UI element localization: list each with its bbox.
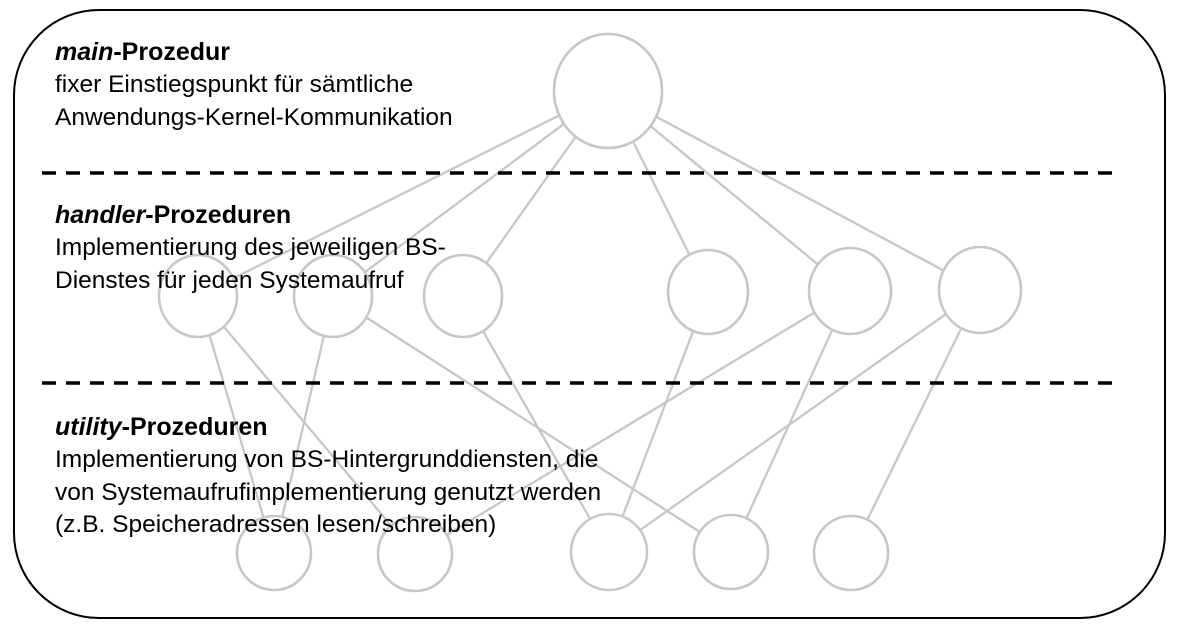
- heading-rest-part: -Prozeduren: [121, 413, 268, 441]
- procedure-node-h1: [157, 253, 239, 339]
- main-procedure-line: Anwendungs-Kernel-Kommunikation: [55, 103, 453, 131]
- call-edge-h3-u3: [462, 295, 610, 553]
- procedure-node-u2: [376, 515, 454, 593]
- heading-rest-part: -Prozeduren: [145, 201, 292, 229]
- call-edge-main-h2: [332, 90, 609, 297]
- utility-procedures-line: von Systemaufrufimplementierung genutzt …: [55, 478, 602, 506]
- call-edge-h6-u5: [849, 289, 982, 554]
- heading-rest-part: -Prozedur: [113, 38, 231, 66]
- figure-border: [13, 9, 1166, 619]
- handler-procedures-line: Implementierung des jeweiligen BS-: [55, 234, 446, 261]
- call-edge-h5-u4: [729, 290, 852, 553]
- call-edge-h4-u3: [607, 291, 710, 553]
- procedure-node-h2: [292, 253, 374, 339]
- main-procedure-heading: main-Prozedur: [55, 36, 453, 69]
- call-edge-h5-u2: [414, 290, 851, 555]
- handler-procedures-heading: handler-Prozeduren: [55, 199, 446, 232]
- utility-procedures-line: Implementierung von BS-Hintergrunddienst…: [55, 446, 599, 473]
- call-edge-h6-u3: [608, 289, 981, 553]
- procedure-node-u5: [812, 514, 890, 592]
- procedure-node-h3: [422, 253, 504, 339]
- procedure-node-h5: [807, 246, 893, 336]
- procedure-node-main: [552, 32, 664, 150]
- call-edge-h1-u2: [197, 295, 416, 555]
- procedure-node-h6: [937, 245, 1023, 335]
- call-edge-h1-u1: [196, 295, 276, 554]
- main-procedure-line: fixer Einstiegspunkt für sämtliche: [55, 71, 414, 98]
- call-edge-h2-u1: [272, 295, 335, 554]
- procedure-node-u4: [692, 513, 770, 591]
- procedure-node-h4: [666, 248, 750, 336]
- call-edge-h2-u4: [332, 295, 732, 553]
- main-procedure-label: main-Prozedur fixer Einstiegspunkt für s…: [55, 36, 453, 134]
- procedure-node-u1: [235, 514, 313, 592]
- utility-procedures-label: utility-Prozeduren Implementierung von B…: [55, 411, 601, 542]
- heading-italic-part: main: [55, 38, 114, 66]
- call-edge-main-h1: [197, 89, 609, 298]
- utility-procedures-line: (z.B. Speicheradressen lesen/schreiben): [55, 511, 497, 538]
- handler-procedures-label: handler-Prozeduren Implementierung des j…: [55, 199, 446, 297]
- procedure-node-u3: [569, 512, 649, 592]
- heading-italic-part: handler: [55, 201, 146, 229]
- call-edge-main-h6: [607, 89, 981, 292]
- heading-italic-part: utility: [55, 413, 122, 441]
- handler-procedures-line: Dienstes für jeden Systemaufruf: [55, 266, 404, 294]
- utility-procedures-heading: utility-Prozeduren: [55, 411, 601, 444]
